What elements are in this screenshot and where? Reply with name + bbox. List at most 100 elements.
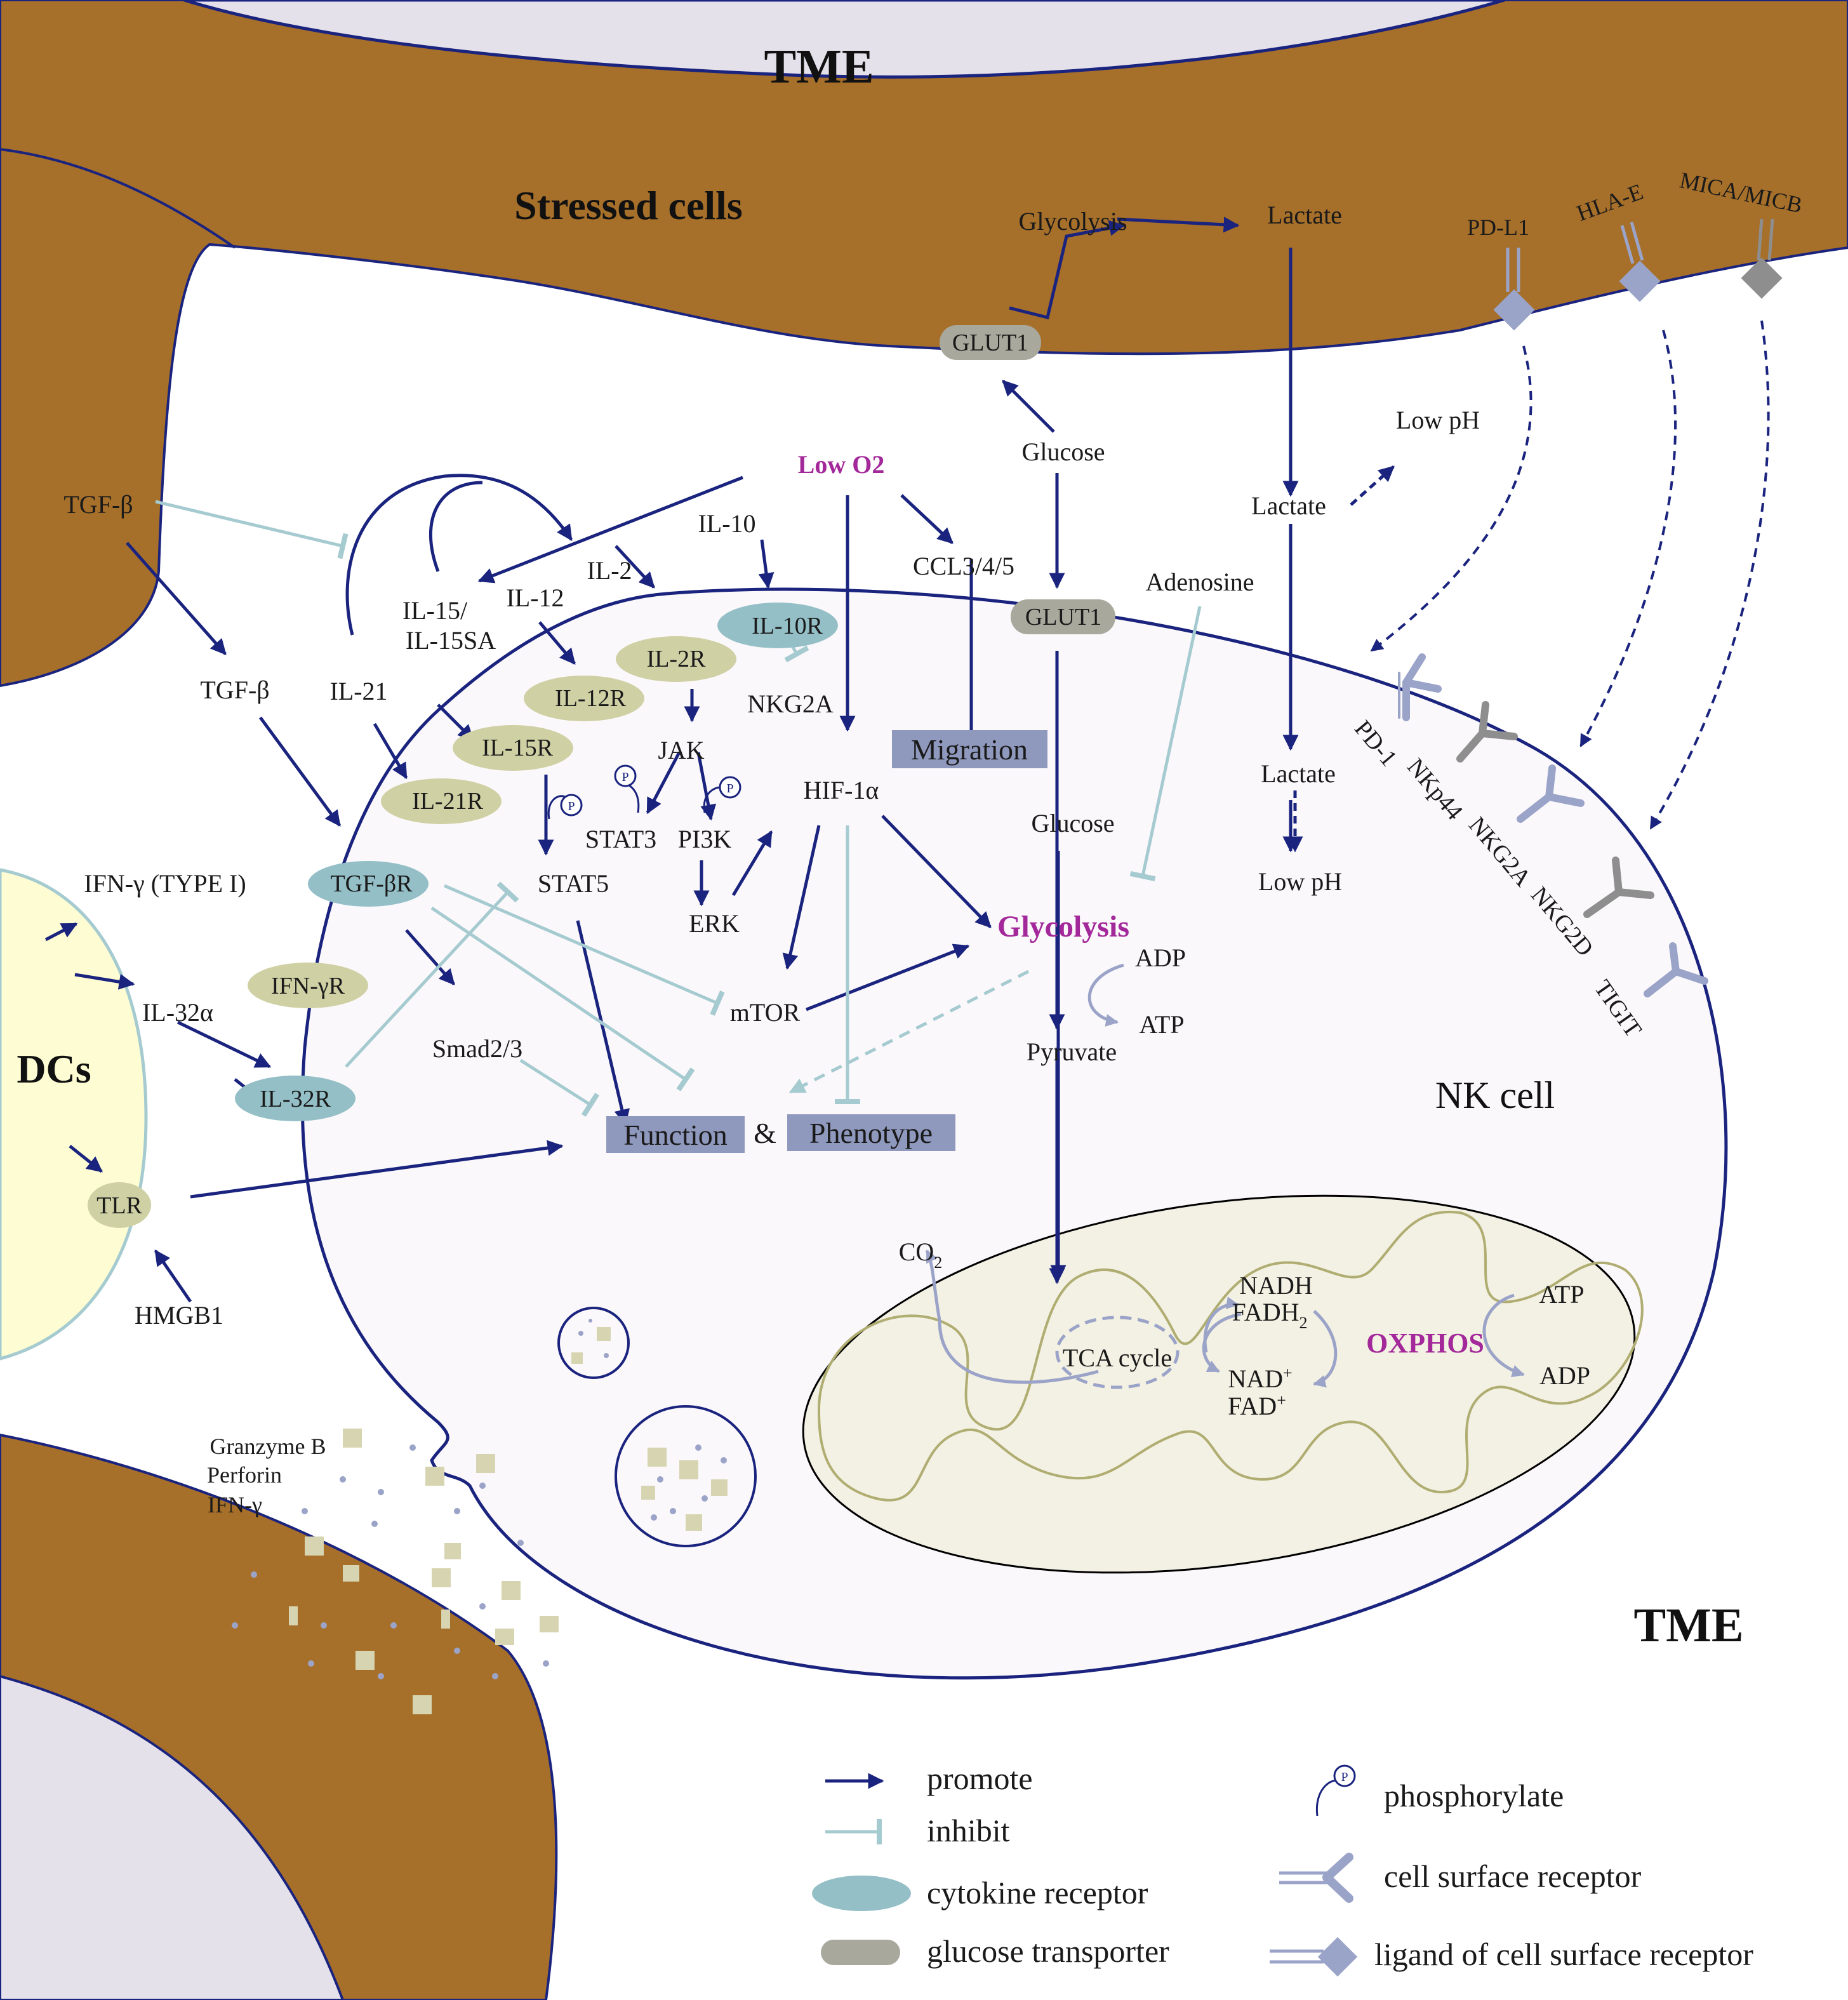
il-2r-receptor xyxy=(616,636,736,682)
legend-inhibit-label: inhibit xyxy=(927,1813,1010,1848)
il-12r-receptor xyxy=(524,676,644,721)
nk-adp-label: ADP xyxy=(1135,943,1186,972)
mito-labels: CO2 TCA cycle NADH FADH2 NAD+ FAD+ OXPHO… xyxy=(899,1237,1590,1420)
environment-labels: Low O2 Low pH Lactate Adenosine TGF-β TG… xyxy=(63,406,1480,1517)
il-15-label: IL-15/ xyxy=(402,596,468,625)
legend-cytokine-receptor-symbol xyxy=(812,1876,911,1911)
legend-cell-surface-receptor-label: cell surface receptor xyxy=(1384,1858,1642,1894)
phospho-symbol: P xyxy=(622,770,628,784)
stressed-glycolysis-label: Glycolysis xyxy=(1018,207,1127,236)
legend-cell-surface-receptor-symbol xyxy=(1279,1853,1353,1903)
il-2-label: IL-2 xyxy=(587,556,632,585)
ligand-hla-e xyxy=(1619,222,1661,302)
co2-label: CO2 xyxy=(899,1237,943,1272)
mtor-label: mTOR xyxy=(730,998,801,1027)
ccl-label: CCL3/4/5 xyxy=(913,552,1014,580)
stat3-label: STAT3 xyxy=(585,825,656,853)
ifn-gr-receptor xyxy=(248,963,368,1008)
tgf-beta-label-2: TGF-β xyxy=(200,676,269,704)
receptor-tigit xyxy=(1644,942,1708,997)
ligand-mica-micb xyxy=(1741,218,1783,299)
glucose-transporters: GLUT1 GLUT1 xyxy=(940,325,1115,634)
intracellular-glucose-label: Glucose xyxy=(1031,809,1114,837)
pi3k-label: PI3K xyxy=(678,825,732,853)
perforin-label: Perforin xyxy=(207,1462,282,1488)
il-2r-label: IL-2R xyxy=(647,646,707,672)
tgf-br-receptor xyxy=(308,861,429,907)
tme-top-label: TME xyxy=(764,40,874,93)
granule-large xyxy=(615,1405,757,1547)
smad-label: Smad2/3 xyxy=(432,1034,522,1063)
low-ph-extracellular-label: Low pH xyxy=(1396,406,1480,434)
migration-box xyxy=(892,730,1047,768)
il-15r-label: IL-15R xyxy=(482,735,554,761)
pd-l1-label: PD-L1 xyxy=(1467,215,1529,240)
legend-ligand-label: ligand of cell surface receptor xyxy=(1374,1937,1753,1972)
function-label: Function xyxy=(623,1119,728,1151)
glut1-stressed-label: GLUT1 xyxy=(952,330,1028,356)
oxphos-label: OXPHOS xyxy=(1366,1328,1484,1359)
tca-cycle-label: TCA cycle xyxy=(1063,1343,1172,1372)
nad-main: NAD xyxy=(1228,1364,1283,1393)
il-32a-label: IL-32α xyxy=(142,998,213,1027)
receptor-nkg2d xyxy=(1583,857,1654,918)
cofactor-cycles xyxy=(925,963,1525,1388)
cytokine-labels: IL-10 IL-2 IL-12 IL-15/ IL-15SA IL-21 CC… xyxy=(329,509,1014,705)
hif1a-label: HIF-1α xyxy=(804,776,879,804)
nadh-label: NADH xyxy=(1239,1271,1313,1300)
tgf-beta-label-1: TGF-β xyxy=(63,490,133,519)
extracellular-glucose-label: Glucose xyxy=(1021,437,1105,466)
stroma-boundary xyxy=(0,148,236,249)
legend-phosphorylate-label: phosphorylate xyxy=(1384,1778,1564,1813)
fadh2-label: FADH2 xyxy=(1232,1298,1308,1332)
tgf-br-label: TGF-βR xyxy=(330,870,413,897)
ifn-gr-label: IFN-γR xyxy=(271,973,345,999)
fadh-sub: 2 xyxy=(1299,1314,1307,1332)
phenotype-box xyxy=(787,1114,955,1151)
nkg2a-internal-label: NKG2A xyxy=(747,690,834,718)
glut1-stressed-cell xyxy=(940,325,1041,360)
nad-sup: + xyxy=(1283,1364,1293,1382)
fad-sup: + xyxy=(1277,1391,1286,1410)
nk-glycolysis-label: Glycolysis xyxy=(997,910,1129,943)
stressed-cell-labels: Glycolysis Lactate Glucose xyxy=(1018,201,1341,466)
il-10-label: IL-10 xyxy=(698,509,755,538)
ampersand-label: & xyxy=(754,1117,776,1149)
stroma-top-shape xyxy=(183,0,1505,79)
tlr-label: TLR xyxy=(96,1192,142,1219)
phosphorylation-marks: P P P xyxy=(547,764,741,820)
il-21r-label: IL-21R xyxy=(412,788,484,815)
function-box xyxy=(606,1116,745,1153)
co2-main: CO xyxy=(899,1237,934,1266)
legend-glucose-transporter-label: glucose transporter xyxy=(927,1933,1169,1969)
legend-ligand-symbol xyxy=(1270,1937,1358,1977)
il-32r-label: IL-32R xyxy=(260,1086,331,1112)
ligand-receptor-dashed-arrows xyxy=(1370,320,1770,830)
extracellular-lactate-label: Lactate xyxy=(1251,491,1326,520)
adenosine-label: Adenosine xyxy=(1145,568,1254,596)
jak-label: JAK xyxy=(658,736,704,764)
nk-atp-label: ATP xyxy=(1139,1010,1184,1039)
granzyme-b-label: Granzyme B xyxy=(210,1434,326,1459)
tca-cycle-ring xyxy=(1055,1316,1180,1389)
low-o2-label: Low O2 xyxy=(798,450,885,479)
ifn-gamma-secreted-label: IFN-γ xyxy=(208,1492,262,1517)
il-12r-label: IL-12R xyxy=(555,685,627,712)
phospho-symbol: P xyxy=(1341,1770,1348,1784)
il-10r-receptor xyxy=(717,603,838,648)
hmgb1-label: HMGB1 xyxy=(135,1301,223,1330)
legend-cytokine-receptor-label: cytokine receptor xyxy=(927,1875,1148,1910)
receptor-pd-1 xyxy=(1398,653,1442,721)
legend-promote-label: promote xyxy=(927,1761,1033,1796)
pyruvate-label: Pyruvate xyxy=(1027,1037,1117,1066)
phospho-stat5: P xyxy=(547,794,583,820)
stroma-top xyxy=(0,0,1848,688)
phospho-stat3: P xyxy=(614,764,640,813)
fadh-main: FADH xyxy=(1232,1298,1300,1326)
cytokine-receptors: IL-10R IL-2R IL-12R IL-15R IL-21R TGF-βR… xyxy=(88,603,838,1228)
nk-internal-labels: NKG2A JAK STAT3 PI3K STAT5 ERK HIF-1α mT… xyxy=(432,690,1342,1066)
nad-label: NAD+ xyxy=(1228,1364,1292,1393)
il-21r-receptor xyxy=(381,778,502,824)
feedback-loop xyxy=(345,474,573,636)
dc-cell xyxy=(0,868,148,1361)
